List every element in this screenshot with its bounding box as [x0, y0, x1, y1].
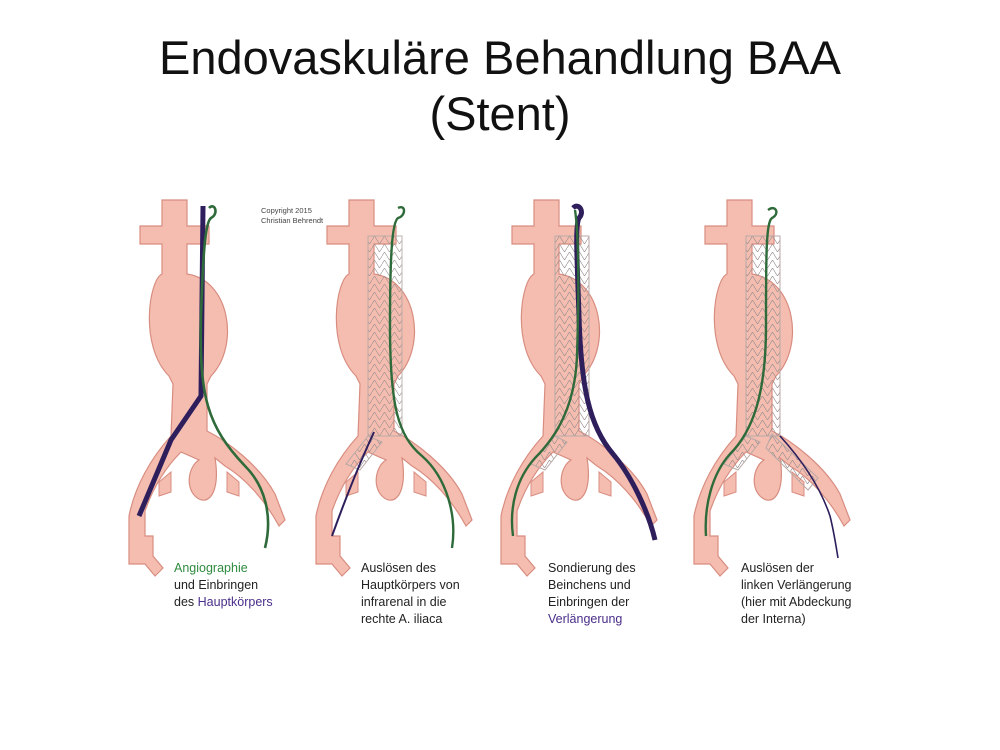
- diagram-panel-verlaengerung: [680, 196, 860, 586]
- guidewire: [388, 206, 455, 549]
- diagram-panel-angiographie: [115, 196, 295, 586]
- caption-highlight-purple: Hauptkörpers: [197, 595, 273, 609]
- catheter: [331, 431, 375, 537]
- catheter-extension: [571, 203, 658, 541]
- caption-highlight-green: Angiographie: [174, 561, 248, 575]
- stent-right-limb: [723, 435, 761, 471]
- catheter: [779, 435, 839, 559]
- title-line-1: Endovaskuläre Behandlung BAA: [159, 31, 841, 84]
- aorta-illustration: [129, 200, 285, 576]
- caption-highlight-purple: Verlängerung: [548, 612, 623, 626]
- stent-main-body: [554, 235, 590, 437]
- caption-step-3: Sondierung des Beinchens und Einbringen …: [548, 561, 636, 626]
- caption-step-1: Angiographie und Einbringen des Hauptkör…: [174, 561, 273, 609]
- guidewire: [510, 209, 580, 537]
- guidewire: [199, 205, 270, 549]
- diagram-panel-hauptkoerper: [302, 196, 482, 586]
- copyright-notice: Copyright 2015 Christian Behrendt: [261, 206, 324, 225]
- title-line-2: (Stent): [429, 87, 571, 140]
- stent-main-body: [745, 235, 781, 437]
- slide-title: Endovaskuläre Behandlung BAA (Stent): [0, 30, 1000, 142]
- diagram-panel-sondierung: [487, 196, 667, 586]
- stent-main-body: [367, 235, 403, 437]
- caption-step-2: Auslösen des Hauptkörpers von infrarenal…: [361, 561, 460, 626]
- guidewire: [704, 206, 778, 537]
- caption-step-4: Auslösen der linken Verlängerung (hier m…: [741, 561, 852, 626]
